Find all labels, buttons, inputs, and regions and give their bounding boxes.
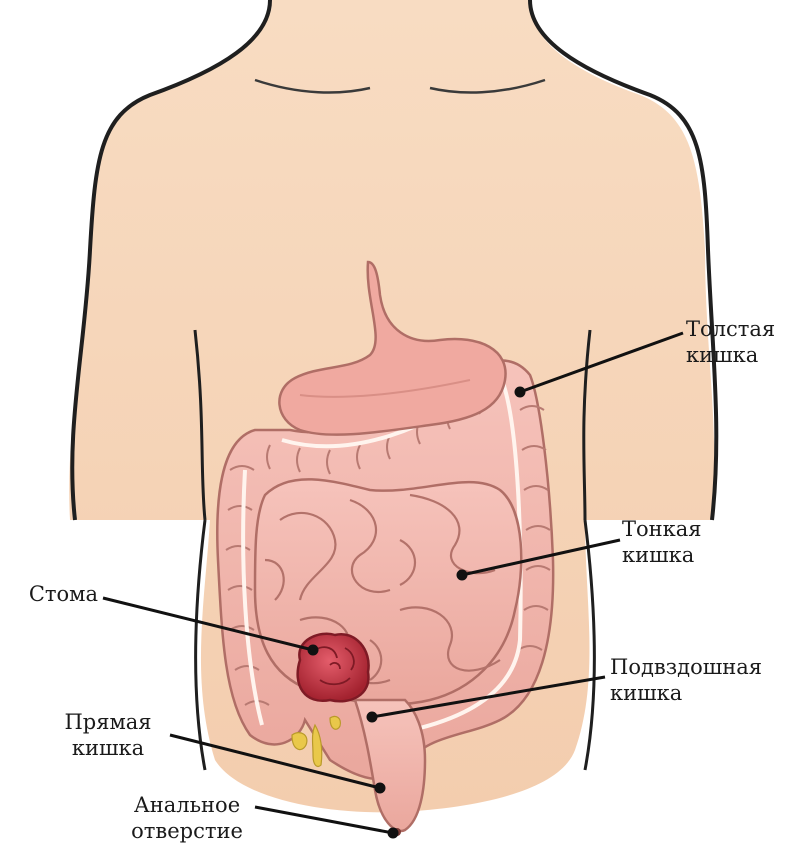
label-rectum-line1: Прямая — [44, 709, 172, 735]
label-large-intestine-line2: кишка — [686, 342, 775, 368]
label-anus-line1: Анальное — [112, 792, 262, 818]
label-ileum-line1: Подвздошная — [610, 654, 762, 680]
label-small-intestine: Тонкая кишка — [622, 516, 702, 568]
label-small-intestine-line2: кишка — [622, 542, 702, 568]
label-rectum: Прямая кишка — [44, 709, 172, 761]
label-stoma-line1: Стома — [4, 581, 98, 607]
label-small-intestine-line1: Тонкая — [622, 516, 702, 542]
label-stoma: Стома — [4, 581, 98, 607]
label-large-intestine-line1: Толстая — [686, 316, 775, 342]
stoma-icon — [298, 634, 369, 702]
label-ileum-line2: кишка — [610, 680, 762, 706]
label-anus-line2: отверстие — [112, 818, 262, 844]
label-anus: Анальное отверстие — [112, 792, 262, 844]
label-rectum-line2: кишка — [44, 735, 172, 761]
label-large-intestine: Толстая кишка — [686, 316, 775, 368]
label-ileum: Подвздошная кишка — [610, 654, 762, 706]
